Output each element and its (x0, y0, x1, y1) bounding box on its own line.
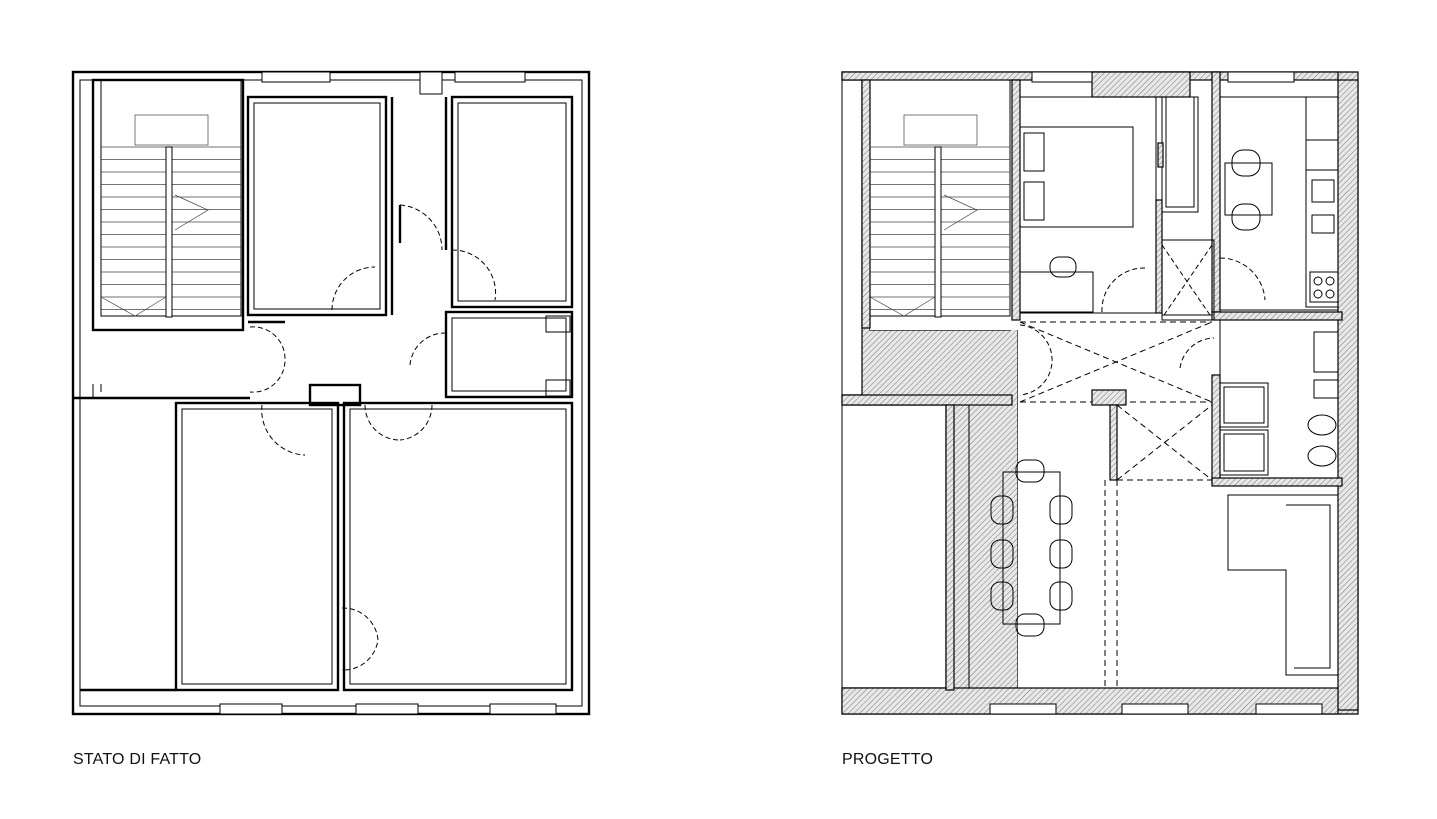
upper-rooms (246, 95, 574, 317)
outer-walls-hatched (841, 71, 1359, 715)
corridor (73, 320, 285, 400)
dining-chair (990, 495, 1014, 525)
doors (1019, 257, 1266, 396)
dining-chair (1015, 459, 1045, 483)
caption-project: PROGETTO (842, 751, 934, 768)
bedroom (1011, 79, 1213, 321)
dining-chair (990, 581, 1014, 611)
entrance-hall (1019, 239, 1215, 688)
service-rooms (444, 310, 574, 399)
wc (1307, 445, 1337, 467)
counter (1305, 96, 1339, 308)
dining-chair (1049, 495, 1073, 525)
caption-existing-state: STATO DI FATTO (73, 751, 202, 768)
shower-2 (1219, 429, 1269, 476)
sofa (1227, 494, 1339, 676)
dining-chair (1049, 539, 1073, 569)
living-dining (968, 405, 1339, 688)
dining-table (1002, 471, 1061, 625)
desk (1019, 271, 1094, 313)
staircase (869, 79, 1011, 318)
staircase (91, 78, 245, 332)
shower-1 (1219, 382, 1269, 428)
windows (219, 71, 557, 715)
hob (1309, 271, 1339, 303)
project-floor-plan (841, 71, 1359, 715)
double-bed (1019, 126, 1134, 228)
dining-chair (1015, 613, 1045, 637)
bathroom (1211, 311, 1343, 487)
dining-chair (990, 539, 1014, 569)
existing-floor-plan (71, 70, 591, 716)
washbasin (1313, 331, 1339, 373)
lower-rooms (80, 383, 574, 692)
kitchen-table (1224, 162, 1273, 216)
outer-walls (71, 70, 591, 716)
sink (1311, 179, 1335, 203)
bidet (1307, 414, 1337, 436)
dining-chair (1049, 581, 1073, 611)
windows (989, 71, 1323, 715)
doors (249, 204, 497, 671)
